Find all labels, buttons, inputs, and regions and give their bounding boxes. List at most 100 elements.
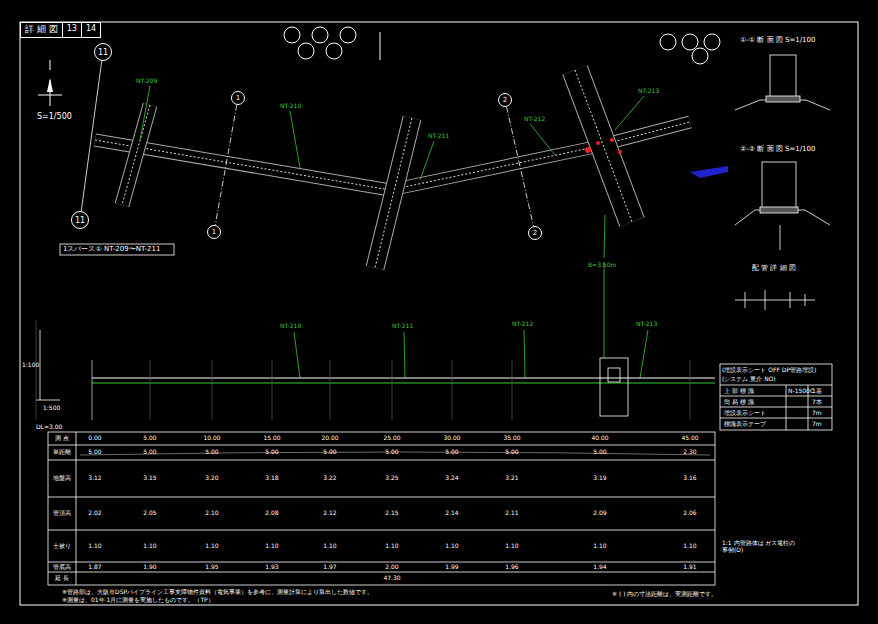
note-text: 1基	[812, 388, 822, 395]
table-line	[48, 530, 715, 531]
sheet-frame	[20, 22, 858, 605]
cross-road	[575, 70, 632, 222]
red-dot	[585, 147, 591, 153]
table-cell: 5.00	[143, 435, 156, 442]
profile-tick	[392, 360, 393, 420]
table-cell: 15.00	[263, 435, 280, 442]
table-cell: 1.95	[205, 564, 218, 571]
callout-circle: 2	[498, 93, 512, 107]
table-cell: 3.12	[88, 475, 101, 482]
leader-label: NT-211	[428, 133, 449, 140]
note-text: 1スパース① NT-209〜NT-211	[63, 246, 160, 254]
note-text: 1:100	[22, 362, 39, 369]
blue-mark	[690, 166, 728, 178]
section-body	[762, 162, 796, 210]
leader-label: NT-213	[638, 88, 659, 95]
table-cell: 3.15	[143, 475, 156, 482]
table-cell: 5.00	[323, 449, 336, 456]
table-cell: 1.10	[323, 543, 336, 550]
note-text: ※測量は、01年 1月に測量を実施したものです。（TP）	[62, 597, 214, 604]
table-cell: 0.00	[88, 435, 101, 442]
callout-number: 2	[503, 96, 507, 104]
table-cell: 1.10	[683, 543, 696, 550]
pit-box	[600, 358, 628, 416]
north-line	[38, 95, 62, 96]
note-text: 上 部 標 識	[724, 388, 754, 395]
cross-road	[122, 105, 150, 205]
profile-tick	[330, 360, 331, 420]
callout-number: 1	[212, 228, 216, 236]
leader-line	[640, 330, 648, 378]
cross-road	[375, 118, 412, 268]
leader-line	[290, 111, 300, 168]
north-head	[47, 78, 53, 92]
cross-road	[575, 70, 632, 222]
red-dot	[610, 138, 614, 142]
table-cell: 3.16	[683, 475, 696, 482]
marker-table	[720, 364, 832, 430]
table-cell: 1.99	[445, 564, 458, 571]
profile-tick	[452, 360, 453, 420]
table-line	[48, 445, 715, 446]
table-cell: 1.10	[88, 543, 101, 550]
marker-line	[720, 396, 832, 397]
blank-circle	[682, 34, 698, 50]
blank-circle	[326, 43, 342, 59]
cross-road	[122, 105, 150, 205]
table-cell: 管底高	[53, 564, 71, 571]
span-frame	[60, 244, 174, 255]
leader-label: NT-212	[512, 321, 533, 328]
data-table	[48, 432, 715, 585]
north-arrow	[38, 60, 62, 106]
table-cell: 2.14	[445, 510, 458, 517]
ground-line	[92, 378, 715, 379]
profile-tick	[212, 360, 213, 420]
title-text: 14	[86, 24, 96, 33]
profile-tick	[512, 360, 513, 420]
table-cell: 45.00	[681, 435, 698, 442]
profile-tick	[272, 360, 273, 420]
leader-line	[604, 262, 605, 358]
table-cell: 47.30	[383, 575, 400, 582]
profile	[36, 320, 715, 420]
table-cell: 2.02	[88, 510, 101, 517]
note-text: 標識表示テープ	[724, 421, 766, 428]
cross-road	[375, 118, 412, 268]
table-cell: 1.10	[385, 543, 398, 550]
scale-bar	[36, 320, 37, 420]
blank-circle	[692, 48, 708, 64]
scale-bar	[40, 330, 41, 400]
section-base	[766, 96, 800, 102]
scale-bar	[36, 400, 60, 401]
table-cell: 1.94	[593, 564, 606, 571]
cross-road	[375, 118, 412, 268]
table-cell: 3.24	[445, 475, 458, 482]
note-text: ②-② 断 面 図 S=1/100	[740, 146, 815, 154]
table-line	[48, 572, 715, 573]
note-text: 7m	[812, 410, 822, 417]
table-cell: 1.10	[265, 543, 278, 550]
table-cell: 5.00	[205, 449, 218, 456]
table-cell: 35.00	[503, 435, 520, 442]
section-line	[81, 61, 102, 211]
note-text: ①-① 断 面 図 S=1/100	[740, 37, 815, 45]
table-cell: 延 長	[55, 575, 69, 582]
table-cell: 土被り	[53, 543, 71, 550]
callout-circle: 11	[71, 211, 89, 229]
pipe-line	[92, 383, 715, 384]
table-line	[48, 562, 715, 563]
table-cell: 5.00	[265, 449, 278, 456]
note-text: 1:500	[43, 405, 60, 412]
table-cell: 1.90	[143, 564, 156, 571]
blank-circle	[340, 27, 356, 43]
note-text: (システム 重介 NO)	[722, 376, 776, 383]
table-cell: 2.08	[265, 510, 278, 517]
table-line	[48, 460, 715, 461]
table-cell: 1.87	[88, 564, 101, 571]
leader-line	[530, 124, 555, 155]
road-plan	[95, 70, 690, 268]
note-text: DL=3.00	[36, 424, 62, 431]
